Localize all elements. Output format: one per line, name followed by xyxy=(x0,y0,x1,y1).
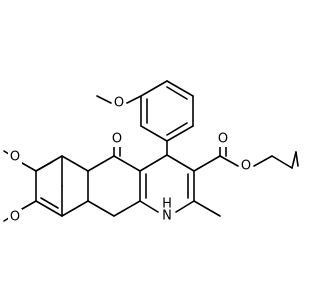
bond xyxy=(166,125,194,142)
atom-label-ester-carbonyl-oxygen: O xyxy=(218,132,228,147)
bond xyxy=(40,197,59,209)
bond xyxy=(113,155,141,172)
bond xyxy=(139,200,159,213)
atom-label-left-lower-oxygen: O xyxy=(10,210,20,225)
bond xyxy=(271,155,293,169)
bond xyxy=(21,162,37,172)
bond xyxy=(166,122,188,136)
bond xyxy=(166,80,194,97)
bond xyxy=(193,155,221,172)
bond xyxy=(96,95,112,104)
atom-label-nh-hydrogen: H xyxy=(162,197,172,212)
bond xyxy=(193,200,221,217)
bond xyxy=(166,154,195,172)
atom-label-top-oxygen: O xyxy=(114,96,124,111)
bond xyxy=(175,200,195,213)
atom-label-ketone-oxygen: O xyxy=(112,132,122,147)
bond xyxy=(295,151,299,167)
bond xyxy=(219,155,239,167)
bond-lines xyxy=(3,80,299,222)
bond xyxy=(35,161,53,172)
bond xyxy=(126,95,142,104)
bond xyxy=(35,200,63,217)
bond xyxy=(140,80,168,97)
atom-label-ester-oxygen: O xyxy=(241,159,251,174)
bond xyxy=(113,200,141,217)
atom-labels: O O O O O O H N xyxy=(8,95,253,227)
bond xyxy=(87,155,115,172)
molecule-structure: O O O O O O H N xyxy=(3,80,299,227)
bond xyxy=(166,86,188,100)
bond xyxy=(21,200,37,210)
atom-label-nh-nitrogen: N xyxy=(162,209,172,224)
bond xyxy=(61,155,89,172)
bond xyxy=(139,154,168,172)
bond xyxy=(253,155,273,167)
atom-label-left-upper-oxygen: O xyxy=(10,150,20,165)
bond xyxy=(140,125,168,142)
bond xyxy=(87,200,115,217)
bond xyxy=(61,200,89,217)
bond xyxy=(291,151,297,169)
